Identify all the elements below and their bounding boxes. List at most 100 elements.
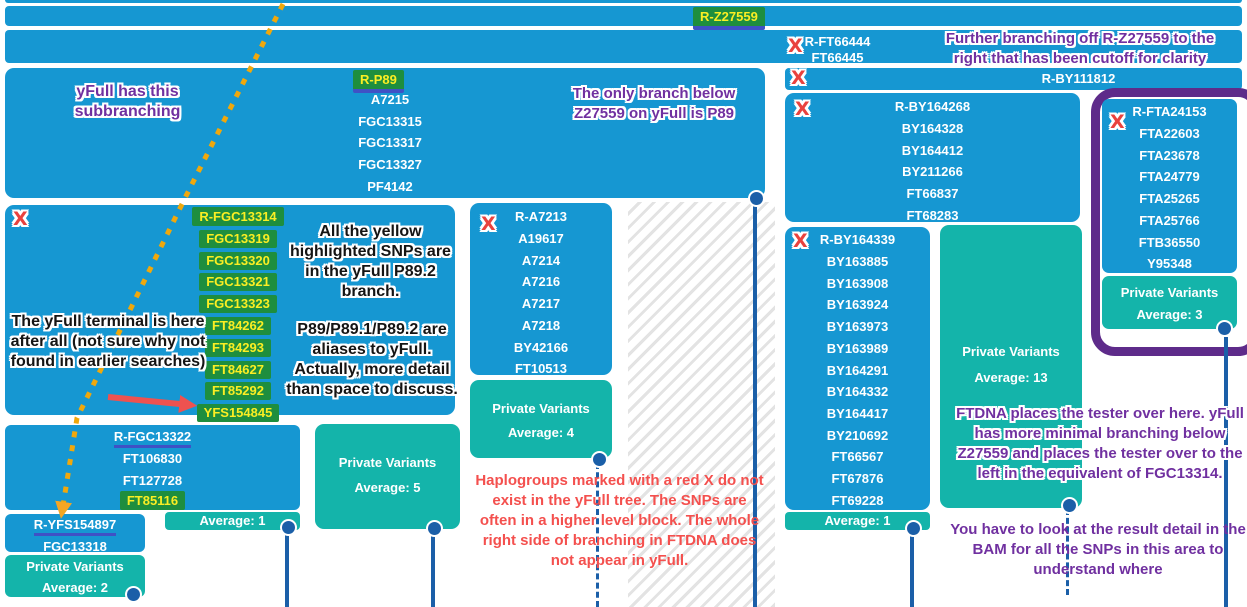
snp-label[interactable]: FTB36550 [1138, 234, 1201, 250]
connector-dot [748, 190, 765, 207]
average-bar-fgc13322[interactable]: Average: 1 [165, 512, 300, 530]
annotation-only-branch: The only branch below Z27559 on yFull is… [572, 85, 736, 122]
snp-label[interactable]: BY164291 [826, 362, 889, 378]
snp-label-highlighted[interactable]: FT85116 [119, 491, 186, 511]
snp-label[interactable]: FTA24779 [1139, 169, 1200, 185]
connector-line-dashed [596, 463, 599, 607]
haplogroup-label-fgc13314[interactable]: R-FGC13314 [192, 207, 284, 226]
connector-line [431, 531, 435, 607]
average-value: Average: 3 [1136, 307, 1203, 322]
snp-label-highlighted[interactable]: FGC13319 [199, 229, 277, 248]
red-x-icon: X [788, 35, 803, 57]
snp-label[interactable]: A7216 [521, 274, 561, 290]
snp-label[interactable]: FT66445 [811, 50, 864, 65]
snp-label-highlighted[interactable]: FGC13320 [199, 251, 277, 270]
snp-label[interactable]: BY163973 [826, 319, 889, 335]
annotation-bam-note: You have to look at the result detail in… [950, 521, 1246, 578]
snp-label-highlighted[interactable]: FT84627 [204, 360, 272, 379]
snp-label[interactable]: BY164328 [901, 121, 964, 136]
snp-label[interactable]: FTA25766 [1139, 212, 1200, 228]
snp-label[interactable]: A7218 [521, 317, 561, 333]
connector-dot [125, 586, 142, 603]
snp-label[interactable]: FTA25265 [1139, 191, 1200, 207]
snp-label[interactable]: BY211266 [902, 164, 963, 180]
snp-label[interactable]: A7215 [370, 92, 410, 107]
haplogroup-label-a7213[interactable]: R-A7213 [514, 209, 568, 224]
snp-label[interactable]: FT66567 [831, 449, 884, 465]
snp-label[interactable]: BY164412 [901, 142, 964, 158]
snp-label[interactable]: FT127728 [122, 472, 183, 488]
snp-label[interactable]: Y95348 [1147, 256, 1192, 272]
haplogroup-label-p89[interactable]: R-P89 [353, 70, 404, 93]
snp-label[interactable]: FT68283 [906, 207, 959, 223]
snp-label[interactable]: BY163924 [826, 297, 889, 313]
connector-line-dashed [1066, 509, 1069, 595]
private-variants-fta24153[interactable]: Private Variants Average: 3 [1102, 276, 1237, 329]
haplogroup-block-yfs154897[interactable]: R-YFS154897 FGC13318 [5, 514, 145, 558]
connector-line [753, 203, 757, 607]
haplogroup-block-by111812[interactable]: X R-BY111812 [785, 68, 1242, 90]
haplogroup-label-yfs154897[interactable]: R-YFS154897 [33, 518, 117, 536]
snp-label[interactable]: A7217 [521, 296, 561, 312]
average-bar-by164339[interactable]: Average: 1 [785, 512, 930, 530]
snp-label[interactable]: FGC13315 [358, 113, 422, 129]
red-x-icon: X [13, 208, 28, 230]
private-variants-13[interactable]: Private Variants Average: 13 [940, 225, 1082, 508]
snp-label[interactable]: A7214 [521, 252, 561, 268]
annotation-red-x-note: Haplogroups marked with a red X do not e… [475, 472, 764, 569]
haplogroup-label-ft66444[interactable]: R-FT66444 [804, 34, 871, 49]
haplogroup-label-z27559[interactable]: R-Z27559 [693, 7, 765, 30]
snp-label[interactable]: BY163885 [826, 254, 889, 269]
haplogroup-label-by164339[interactable]: R-BY164339 [819, 232, 896, 247]
snp-label[interactable]: BY42166 [513, 339, 569, 355]
snp-label[interactable]: BY164332 [826, 384, 889, 400]
snp-label[interactable]: FTA22603 [1139, 126, 1200, 141]
snp-label[interactable]: FT67876 [831, 471, 884, 487]
snp-label[interactable]: BY164417 [826, 405, 889, 421]
snp-label[interactable]: BY163908 [826, 275, 889, 291]
snp-label[interactable]: FT69228 [831, 492, 884, 508]
snp-label-highlighted[interactable]: YFS154845 [196, 404, 280, 423]
snp-label[interactable]: PF4142 [367, 178, 413, 194]
snp-label-highlighted[interactable]: FGC13321 [199, 273, 277, 292]
haplogroup-label-by164268[interactable]: R-BY164268 [894, 99, 971, 114]
connector-line [285, 531, 289, 607]
private-variants-label: Private Variants [1120, 285, 1219, 300]
haplogroup-label-fgc13322[interactable]: R-FGC13322 [113, 429, 192, 448]
private-variants-label: Private Variants [962, 344, 1060, 359]
hatched-cutoff-band [628, 202, 775, 607]
haplogroup-label-fta24153[interactable]: R-FTA24153 [1132, 104, 1207, 119]
haplogroup-label-by111812[interactable]: R-BY111812 [1041, 71, 1116, 86]
private-variants-yfs154897[interactable]: Private Variants Average: 2 [5, 555, 145, 597]
snp-label[interactable]: FGC13317 [358, 135, 422, 151]
snp-label-highlighted[interactable]: FGC13323 [199, 295, 277, 314]
private-variants-label: Private Variants [492, 401, 590, 416]
snp-label[interactable]: BY210692 [826, 427, 889, 443]
private-variants-a7213[interactable]: Private Variants Average: 4 [470, 380, 612, 458]
annotation-aliases: P89/P89.1/P89.2 are aliases to yFull. Ac… [286, 321, 458, 398]
snp-label[interactable]: FT10513 [514, 361, 568, 377]
snp-label[interactable]: FT66837 [906, 186, 959, 202]
snp-label[interactable]: FTA23678 [1139, 147, 1200, 163]
private-variants-5[interactable]: Private Variants Average: 5 [315, 424, 460, 529]
annotation-ftdna-places: FTDNA places the tester over here. yFull… [956, 405, 1244, 482]
annotation-further-branching: Further branching off R-Z27559 to the ri… [945, 30, 1215, 67]
haplogroup-block-z27559[interactable]: R-Z27559 [5, 6, 1242, 30]
snp-label-highlighted[interactable]: FT84262 [204, 317, 272, 336]
snp-label[interactable]: BY163989 [826, 340, 889, 356]
annotation-subbranching: yFull has this subbranching [74, 83, 181, 120]
snp-label[interactable]: A19617 [518, 231, 564, 246]
snp-label-highlighted[interactable]: FT85292 [204, 382, 272, 401]
snp-label[interactable]: FT106830 [122, 451, 183, 466]
snp-label-highlighted[interactable]: FT84293 [204, 338, 272, 357]
average-value: Average: 4 [508, 425, 574, 440]
snp-label[interactable]: FGC13327 [358, 157, 422, 173]
